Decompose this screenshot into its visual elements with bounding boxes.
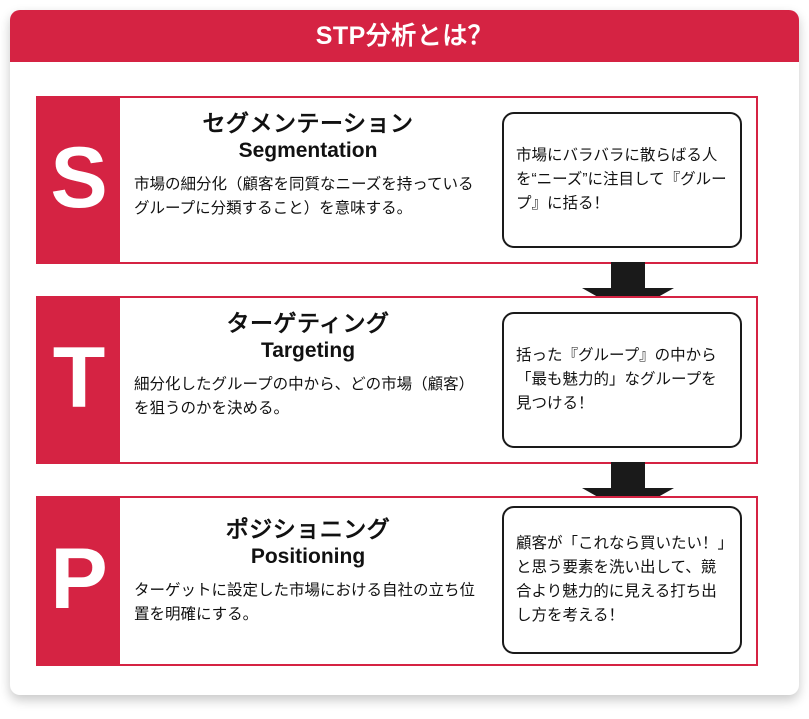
callout-wrap-positioning: 顧客が「これなら買いたい！」と思う要素を洗い出して、競合より魅力的に見える打ち出… xyxy=(490,498,756,664)
step-letter-badge-p: P xyxy=(38,498,120,664)
step-letter-badge-t: T xyxy=(38,298,120,462)
step-title-jp-targeting: ターゲティング xyxy=(226,310,390,336)
step-description-segmentation: 市場の細分化（顧客を同質なニーズを持っているグループに分類すること）を意味する。 xyxy=(134,176,474,217)
callout-text-targeting: 括った『グループ』の中から「最も魅力的」なグループを見つける！ xyxy=(516,346,717,412)
step-main-targeting: ターゲティング Targeting 細分化したグループの中から、どの市場（顧客）… xyxy=(120,298,490,420)
step-title-en-positioning: Positioning xyxy=(250,545,366,569)
step-body-positioning: ポジショニング Positioning ターゲットに設定した市場における自社の立… xyxy=(120,498,756,664)
step-letter-p: P xyxy=(50,531,108,628)
step-title-en-segmentation: Segmentation xyxy=(238,139,378,163)
step-description-positioning: ターゲットに設定した市場における自社の立ち位置を明確にする。 xyxy=(134,582,476,623)
step-letter-t: T xyxy=(52,330,106,427)
stp-diagram-card: STP分析とは？ S セグメンテーション Segmentation 市場の細分化… xyxy=(10,10,799,695)
step-row-segmentation: S セグメンテーション Segmentation 市場の細分化（顧客を同質なニー… xyxy=(36,96,758,264)
step-main-positioning: ポジショニング Positioning ターゲットに設定した市場における自社の立… xyxy=(120,498,490,626)
card-header: STP分析とは？ xyxy=(10,10,799,62)
step-body-targeting: ターゲティング Targeting 細分化したグループの中から、どの市場（顧客）… xyxy=(120,298,756,462)
callout-box-segmentation: 市場にバラバラに散らばる人を“ニーズ”に注目して『グループ』に括る！ xyxy=(502,112,742,248)
step-row-targeting: T ターゲティング Targeting 細分化したグループの中から、どの市場（顧… xyxy=(36,296,758,464)
page-title: STP分析とは？ xyxy=(315,21,494,50)
step-title-en-targeting: Targeting xyxy=(260,339,356,363)
step-main-segmentation: セグメンテーション Segmentation 市場の細分化（顧客を同質なニーズを… xyxy=(120,98,490,220)
callout-text-segmentation: 市場にバラバラに散らばる人を“ニーズ”に注目して『グループ』に括る！ xyxy=(516,146,727,212)
step-description-targeting: 細分化したグループの中から、どの市場（顧客）を狙うのかを決める。 xyxy=(134,376,475,417)
callout-wrap-targeting: 括った『グループ』の中から「最も魅力的」なグループを見つける！ xyxy=(490,298,756,462)
step-row-positioning: P ポジショニング Positioning ターゲットに設定した市場における自社… xyxy=(36,496,758,666)
callout-text-positioning: 顧客が「これなら買いたい！」と思う要素を洗い出して、競合より魅力的に見える打ち出… xyxy=(516,534,726,625)
step-body-segmentation: セグメンテーション Segmentation 市場の細分化（顧客を同質なニーズを… xyxy=(120,98,756,262)
step-letter-badge-s: S xyxy=(38,98,120,262)
callout-box-positioning: 顧客が「これなら買いたい！」と思う要素を洗い出して、競合より魅力的に見える打ち出… xyxy=(502,506,742,654)
step-title-jp-segmentation: セグメンテーション xyxy=(202,110,414,136)
callout-wrap-segmentation: 市場にバラバラに散らばる人を“ニーズ”に注目して『グループ』に括る！ xyxy=(490,98,756,262)
callout-box-targeting: 括った『グループ』の中から「最も魅力的」なグループを見つける！ xyxy=(502,312,742,448)
steps-container: S セグメンテーション Segmentation 市場の細分化（顧客を同質なニー… xyxy=(10,62,799,695)
step-letter-s: S xyxy=(50,130,108,227)
step-title-jp-positioning: ポジショニング xyxy=(225,516,391,542)
